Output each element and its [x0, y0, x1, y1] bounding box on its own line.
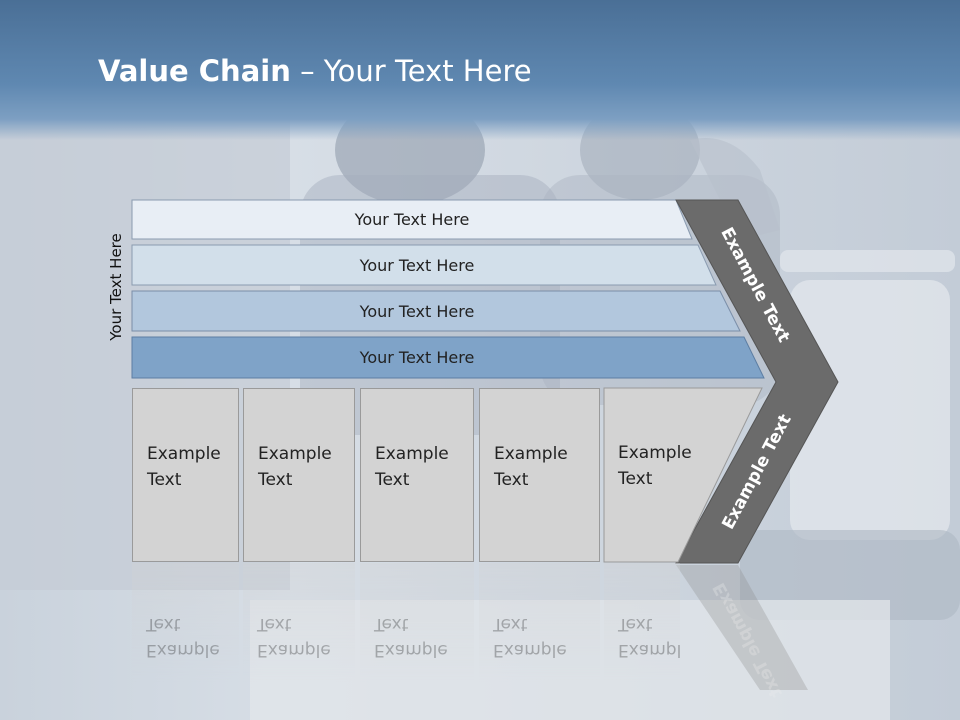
primary-box-2: Example Text: [243, 388, 355, 562]
primary-box-label-2: Example Text: [258, 444, 332, 490]
primary-box-label-4: Example Text: [494, 444, 568, 490]
primary-box-reflection-1: Example Text: [132, 563, 239, 683]
primary-box-reflection-3: Example Text: [360, 563, 474, 683]
reflection-label-5: Example Text: [618, 614, 680, 660]
primary-box-5: Example Text: [604, 388, 754, 562]
reflection-label-1: Example Text: [146, 614, 220, 660]
primary-box-3: Example Text: [360, 388, 474, 562]
chevron-reflection: [676, 565, 808, 690]
row-label-2: Your Text Here: [359, 256, 475, 275]
reflection-label-2: Example Text: [257, 614, 331, 660]
row-label-4: Your Text Here: [359, 348, 475, 367]
title-bold: Value Chain: [98, 54, 291, 88]
primary-box-label-5: Example Text: [618, 443, 692, 489]
row-shape-3: [131, 290, 741, 332]
reflection-label-3: Example Text: [374, 614, 448, 660]
primary-box-4: Example Text: [479, 388, 600, 562]
slide-title: Value Chain – Your Text Here: [98, 54, 532, 88]
primary-box-shape-5: [603, 387, 763, 563]
primary-box-label-3: Example Text: [375, 444, 449, 490]
primary-box-reflection-2: Example Text: [243, 563, 355, 683]
title-rest: – Your Text Here: [290, 54, 532, 88]
row-shape-4: [131, 336, 765, 379]
reflection-label-4: Example Text: [493, 614, 567, 660]
primary-box-label-1: Example Text: [147, 444, 221, 490]
primary-box-1: Example Text: [132, 388, 239, 562]
primary-box-reflection-4: Example Text: [479, 563, 600, 683]
row-shape-2: [131, 244, 717, 286]
row-label-1: Your Text Here: [354, 210, 470, 229]
title-bar: [0, 0, 960, 140]
chevron-arrow: [675, 199, 839, 564]
primary-box-reflection-5: Example Text: [604, 563, 680, 683]
row-label-3: Your Text Here: [359, 301, 475, 321]
row-shape-1: [131, 199, 693, 240]
